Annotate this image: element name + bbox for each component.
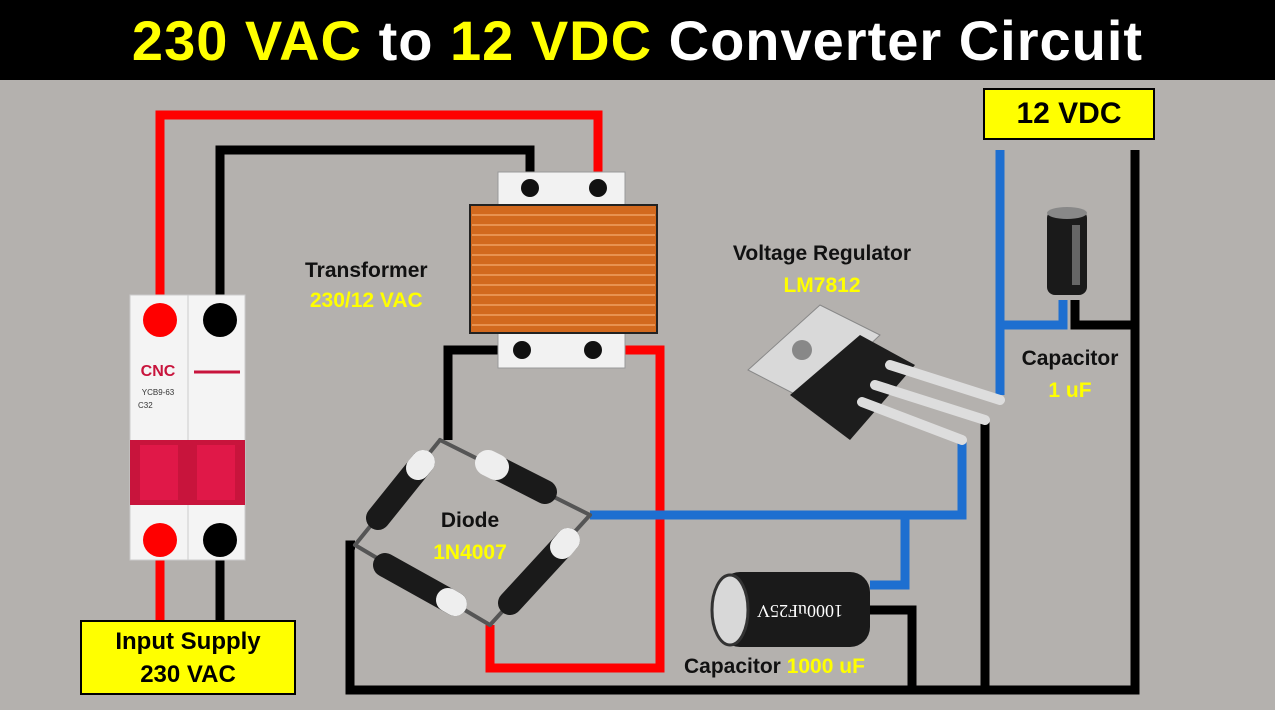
title-bar: 230 VAC to 12 VDC Converter Circuit [0,0,1275,80]
regulator-value: LM7812 [783,274,861,297]
diode-name: Diode [440,509,500,532]
mcb-model: YCB9-63 [142,388,175,397]
screw-icon [521,179,539,197]
title-part: Converter Circuit [668,8,1144,72]
screw-icon [589,179,607,197]
output-voltage-label: 12 VDC [983,88,1155,140]
transformer-name: Transformer [305,259,428,282]
capacitor-1000uf-label: Capacitor 1000 uF [684,655,865,679]
capacitor-1uf-name: Capacitor [1021,347,1119,370]
mcb-brand: CNC [141,363,176,380]
title-part: 12 VDC [449,8,653,72]
dc-wire-cap [870,515,910,590]
diode-value: 1N4007 [433,541,507,564]
voltage-regulator [747,304,1005,445]
mcb-terminal-neutral-top [203,303,237,337]
capacitor-1000uf-name: Capacitor [684,655,781,678]
transformer [469,171,658,369]
diode-label: Diode 1N4007 [420,505,520,569]
capacitor-1000uf-value: 1000 uF [786,655,865,678]
regulator-label: Voltage Regulator LM7812 [712,238,932,302]
title-part: 230 VAC [131,8,362,72]
capacitor-1uf [1047,207,1087,295]
neutral-wire-in [215,145,535,320]
capacitor-1uf-label: Capacitor 1 uF [1010,343,1130,407]
regulator-name: Voltage Regulator [732,242,912,265]
transformer-value: 230/12 VAC [309,289,423,312]
screw-icon [513,341,531,359]
mcb-terminal-neutral-bottom [203,523,237,557]
small-cap-minus-wire [1070,300,1135,330]
secondary-wire-red [485,345,665,673]
input-supply-line2: 230 VAC [140,661,236,688]
title-part: to [378,8,434,72]
mcb-rating: C32 [138,401,153,410]
input-supply-line1: Input Supply [115,628,261,655]
circuit-breaker[interactable]: CNC YCB9-63 C32 [129,294,246,561]
screw-icon [584,341,602,359]
transformer-label: Transformer 230/12 VAC [305,256,428,316]
ground-wire [345,150,1140,695]
mcb-terminal-live-top [143,303,177,337]
capacitor-1000uf: 1000uF25V [710,572,870,647]
mcb-terminal-live-bottom [143,523,177,557]
capacitor-1uf-value: 1 uF [1048,379,1092,402]
diode-bridge [353,438,592,627]
capacitor-marking: 1000uF25V [757,601,843,621]
small-cap-plus-wire [1000,300,1068,330]
input-supply-label: Input Supply 230 VAC [80,620,296,695]
live-wire-in [155,110,603,320]
dc-wire-rectified [590,440,967,520]
secondary-wire-black [443,345,522,440]
cap-ground-wire [870,605,917,690]
